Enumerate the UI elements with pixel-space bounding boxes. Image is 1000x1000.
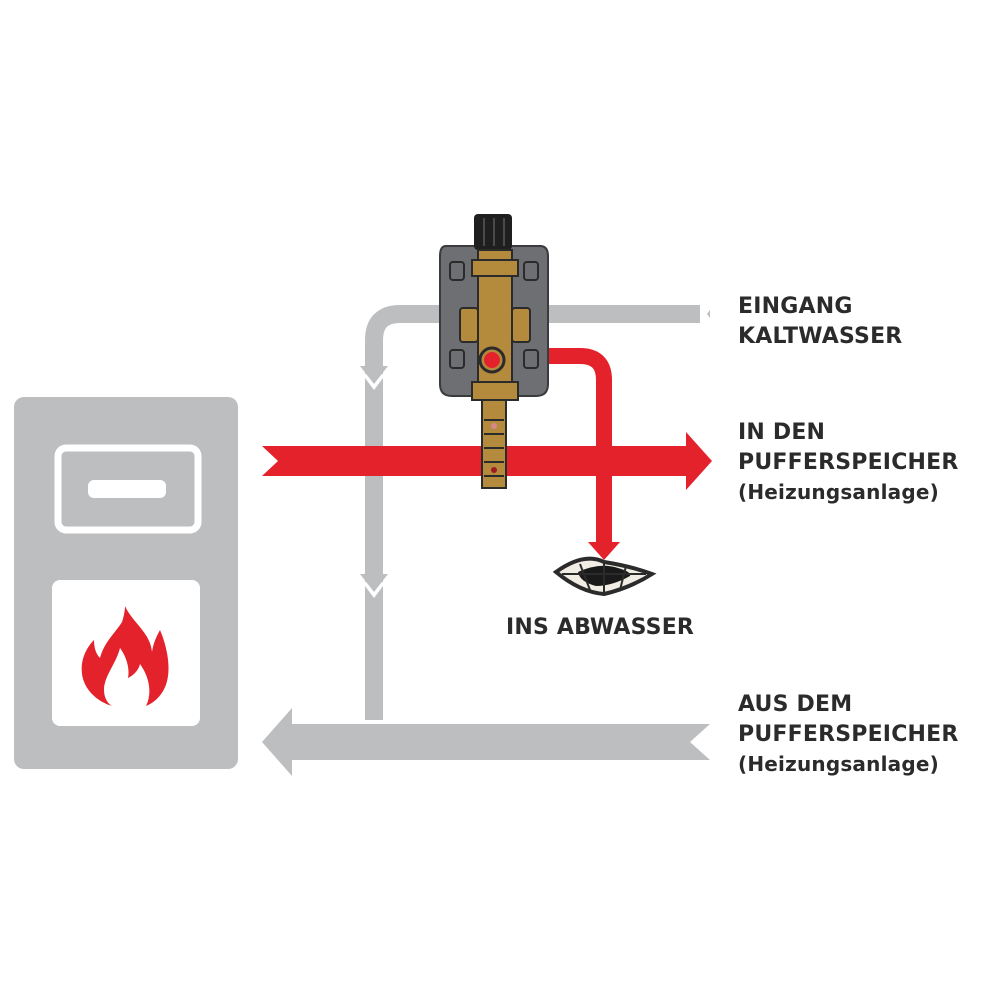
label-to-buffer-line2: PUFFERSPEICHER bbox=[738, 450, 959, 475]
boiler-icon bbox=[14, 397, 238, 769]
return-arrow bbox=[262, 708, 710, 776]
label-to-drain: INS ABWASSER bbox=[506, 613, 694, 643]
label-from-buffer-line3: (Heizungsanlage) bbox=[738, 752, 939, 776]
down-arrow-head-1-fill bbox=[360, 366, 388, 384]
hot-outlet-port bbox=[484, 352, 500, 368]
boiler-display-slot bbox=[88, 480, 166, 498]
label-from-buffer: AUS DEM PUFFERSPEICHER (Heizungsanlage) bbox=[738, 690, 959, 778]
flame-icon bbox=[81, 606, 169, 706]
label-to-buffer: IN DEN PUFFERSPEICHER (Heizungsanlage) bbox=[738, 418, 959, 506]
label-cold-water-inlet-line1: EINGANG bbox=[738, 294, 853, 319]
label-from-buffer-line2: PUFFERSPEICHER bbox=[738, 722, 959, 747]
label-to-buffer-line1: IN DEN bbox=[738, 420, 826, 445]
label-from-buffer-line1: AUS DEM bbox=[738, 692, 853, 717]
valve-sensor-probe bbox=[481, 399, 507, 489]
inlet-tail-notch bbox=[700, 303, 715, 325]
return-from-buffer-pipe bbox=[262, 708, 710, 776]
cold-water-inlet-pipe bbox=[360, 303, 715, 720]
label-cold-water-inlet-line2: KALTWASSER bbox=[738, 324, 903, 349]
thermal-discharge-valve-icon bbox=[439, 214, 549, 489]
drain-arrow-head bbox=[588, 542, 620, 560]
label-to-drain-line1: INS ABWASSER bbox=[506, 615, 695, 640]
floor-drain-icon bbox=[552, 556, 657, 597]
boiler-display-frame bbox=[54, 444, 202, 534]
hot-drain-pipe bbox=[490, 348, 620, 560]
label-cold-water-inlet: EINGANG KALTWASSER bbox=[738, 292, 902, 352]
label-to-buffer-line3: (Heizungsanlage) bbox=[738, 480, 939, 504]
down-arrow-head-2-fill bbox=[360, 574, 388, 592]
